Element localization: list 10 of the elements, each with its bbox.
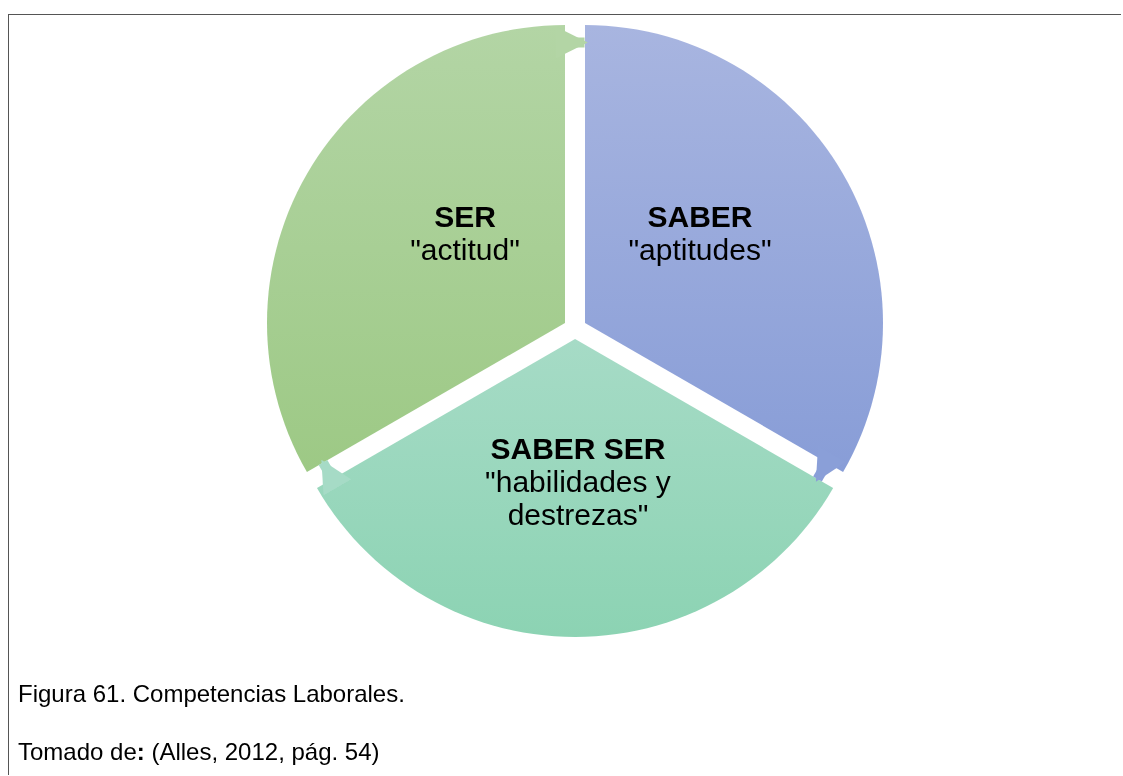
segment-title: SER xyxy=(433,200,497,233)
segment-text: "aptitudes" xyxy=(627,233,773,266)
figure-caption: Figura 61. Competencias Laborales. xyxy=(18,680,405,708)
cycle-arrow xyxy=(318,459,352,496)
cycle-segment xyxy=(316,339,834,637)
segment-text: "actitud" xyxy=(409,233,521,266)
segment-title: SABER SER xyxy=(489,432,667,465)
segment-title: SABER xyxy=(646,200,754,233)
source-note: Tomado de: (Alles, 2012, pág. 54) xyxy=(18,738,380,766)
segment-text: "habilidades y destrezas" xyxy=(484,465,672,531)
